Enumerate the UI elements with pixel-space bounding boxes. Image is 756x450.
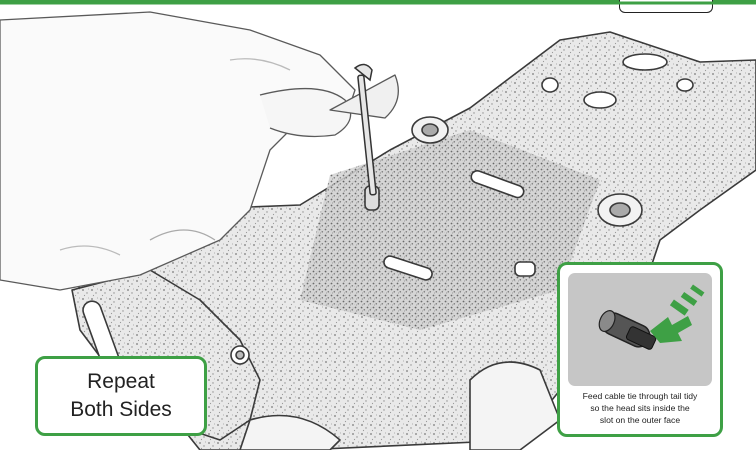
detail-caption: Feed cable tie through tail tidy so the …: [562, 390, 718, 426]
direction-arrow-icon: [650, 285, 704, 343]
cable-tie-detail-callout: Feed cable tie through tail tidy so the …: [557, 262, 723, 437]
detail-image-panel: [568, 273, 712, 386]
both-sides-label: Both Sides: [70, 396, 172, 424]
caption-line-3: slot on the outer face: [562, 414, 718, 426]
cable-tie-head-icon: [568, 273, 712, 386]
repeat-both-sides-callout: Repeat Both Sides: [35, 356, 207, 436]
caption-line-1: Feed cable tie through tail tidy: [562, 390, 718, 402]
caption-line-2: so the head sits inside the: [562, 402, 718, 414]
repeat-label: Repeat: [87, 368, 155, 396]
